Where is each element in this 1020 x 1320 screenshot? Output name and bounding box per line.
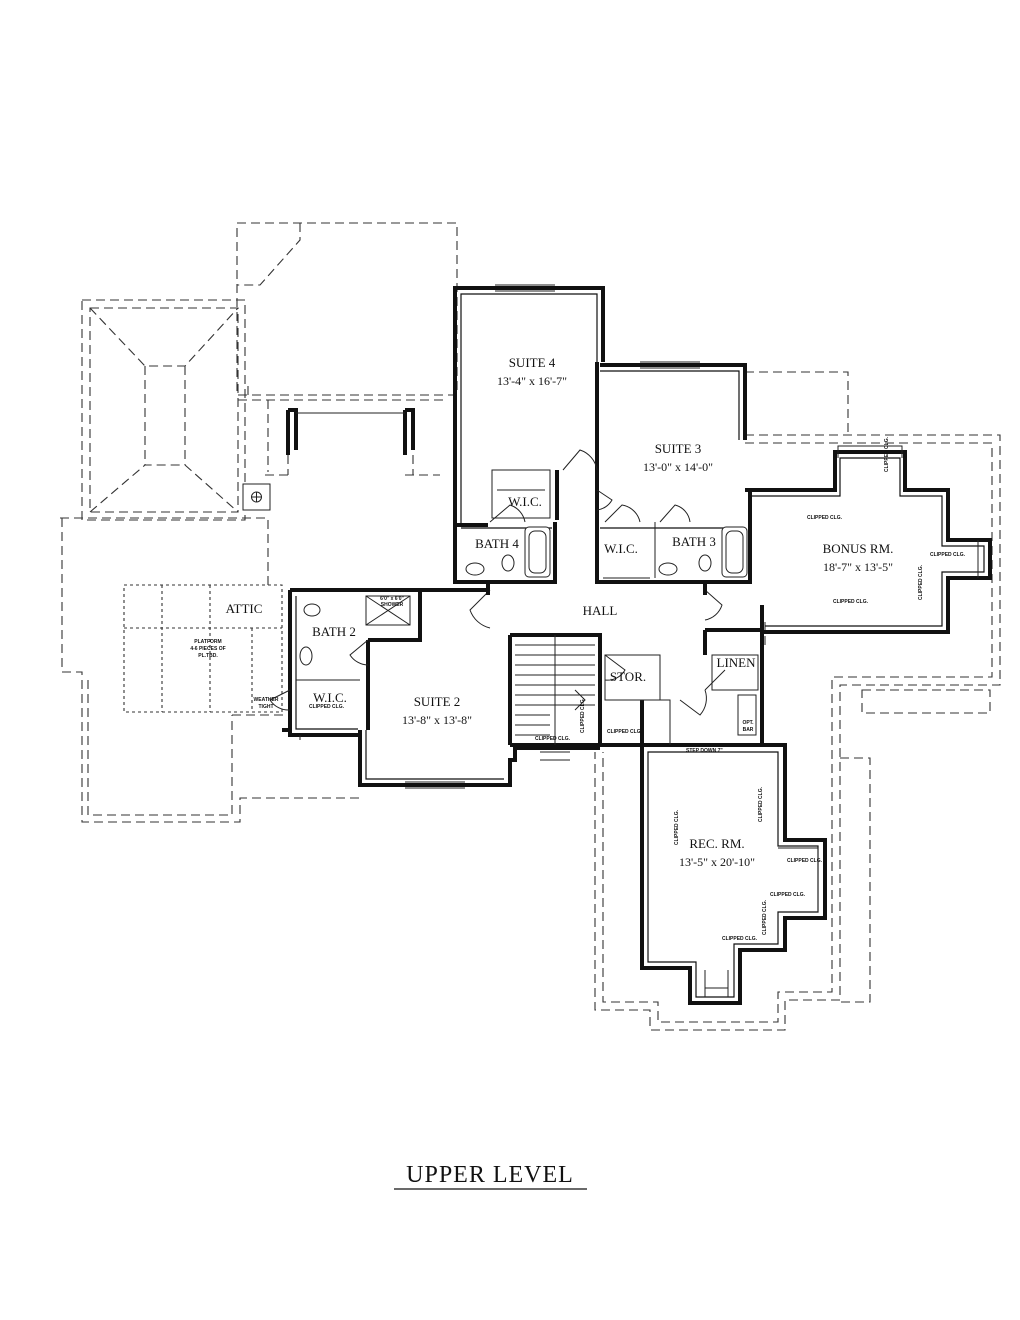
linen-label: LINEN xyxy=(717,655,757,670)
stor-label: STOR. xyxy=(610,669,646,684)
wic4-label: W.I.C. xyxy=(508,494,542,509)
clipped-note-v1: CLIPPED CLG. xyxy=(884,436,890,472)
walls xyxy=(242,284,992,1005)
rec-dims: 13'-5" x 20'-10" xyxy=(679,855,755,869)
opt-note-2: BAR xyxy=(743,727,754,733)
suite3-dims: 13'-0" x 14'-0" xyxy=(643,460,713,474)
suite4-name: SUITE 4 xyxy=(509,355,556,370)
clipped-note-v6: CLIPPED CLG. xyxy=(762,899,768,935)
suite2-dims: 13'-8" x 13'-8" xyxy=(402,713,472,727)
suite4-dims: 13'-4" x 16'-7" xyxy=(497,374,567,388)
opt-note-1: OPT. xyxy=(742,720,754,726)
wic2-label: W.I.C. xyxy=(313,690,347,705)
clipped-note-v4: CLIPPED CLG. xyxy=(674,809,680,845)
bath4-label: BATH 4 xyxy=(475,536,519,551)
clipped-note-6: CLIPPED CLG. xyxy=(309,704,345,710)
room-labels: SUITE 4 13'-4" x 16'-7" SUITE 3 13'-0" x… xyxy=(226,355,894,869)
clipped-note-v5: CLIPPED CLG. xyxy=(758,786,764,822)
platform-note-2: 4-6 PIECES OF xyxy=(190,646,225,652)
suite2-name: SUITE 2 xyxy=(414,694,461,709)
clipped-note-3: CLIPPED CLG. xyxy=(930,552,966,558)
weather-note-2: TIGHT xyxy=(259,704,274,710)
clipped-note-7: CLIPPED CLG. xyxy=(787,858,823,864)
clipped-note-v2: CLIPPED CLG. xyxy=(918,564,924,600)
suite3-name: SUITE 3 xyxy=(655,441,702,456)
rec-name: REC. RM. xyxy=(689,836,744,851)
bath3-label: BATH 3 xyxy=(672,534,716,549)
clipped-note-2: CLIPPED CLG. xyxy=(833,599,869,605)
shower-note-1: 6'0" x 6'0" xyxy=(380,596,404,602)
small-notes: CLIPPED CLG. CLIPPED CLG. CLIPPED CLG. C… xyxy=(190,436,965,942)
roof-outline xyxy=(60,222,1001,1031)
clipped-note-4: CLIPPED CLG. xyxy=(535,736,571,742)
clipped-note-1: CLIPPED CLG. xyxy=(807,515,843,521)
plan-title-group: UPPER LEVEL xyxy=(394,1162,587,1190)
bonus-name: BONUS RM. xyxy=(823,541,894,556)
fixtures xyxy=(299,526,757,740)
clipped-note-9: CLIPPED CLG. xyxy=(722,936,758,942)
shower-note-2: SHOWER xyxy=(381,602,404,608)
weather-note-1: WEATHER xyxy=(254,697,279,703)
attic-label: ATTIC xyxy=(226,601,263,616)
hall-label: HALL xyxy=(583,603,618,618)
clipped-note-5: CLIPPED CLG. xyxy=(607,729,643,735)
platform-note-1: PLATFORM xyxy=(194,639,221,645)
bath2-label: BATH 2 xyxy=(312,624,356,639)
attic-platform xyxy=(123,584,283,713)
clipped-note-v3: CLIPPED CLG. xyxy=(580,697,586,733)
wic3-label: W.I.C. xyxy=(604,541,638,556)
step-note: STEP DOWN 7" xyxy=(686,748,723,754)
platform-note-3: PL.TBD. xyxy=(198,653,218,659)
clipped-note-8: CLIPPED CLG. xyxy=(770,892,806,898)
plan-title: UPPER LEVEL xyxy=(406,1162,574,1188)
bonus-dims: 18'-7" x 13'-5" xyxy=(823,560,893,574)
stairs xyxy=(509,633,602,747)
